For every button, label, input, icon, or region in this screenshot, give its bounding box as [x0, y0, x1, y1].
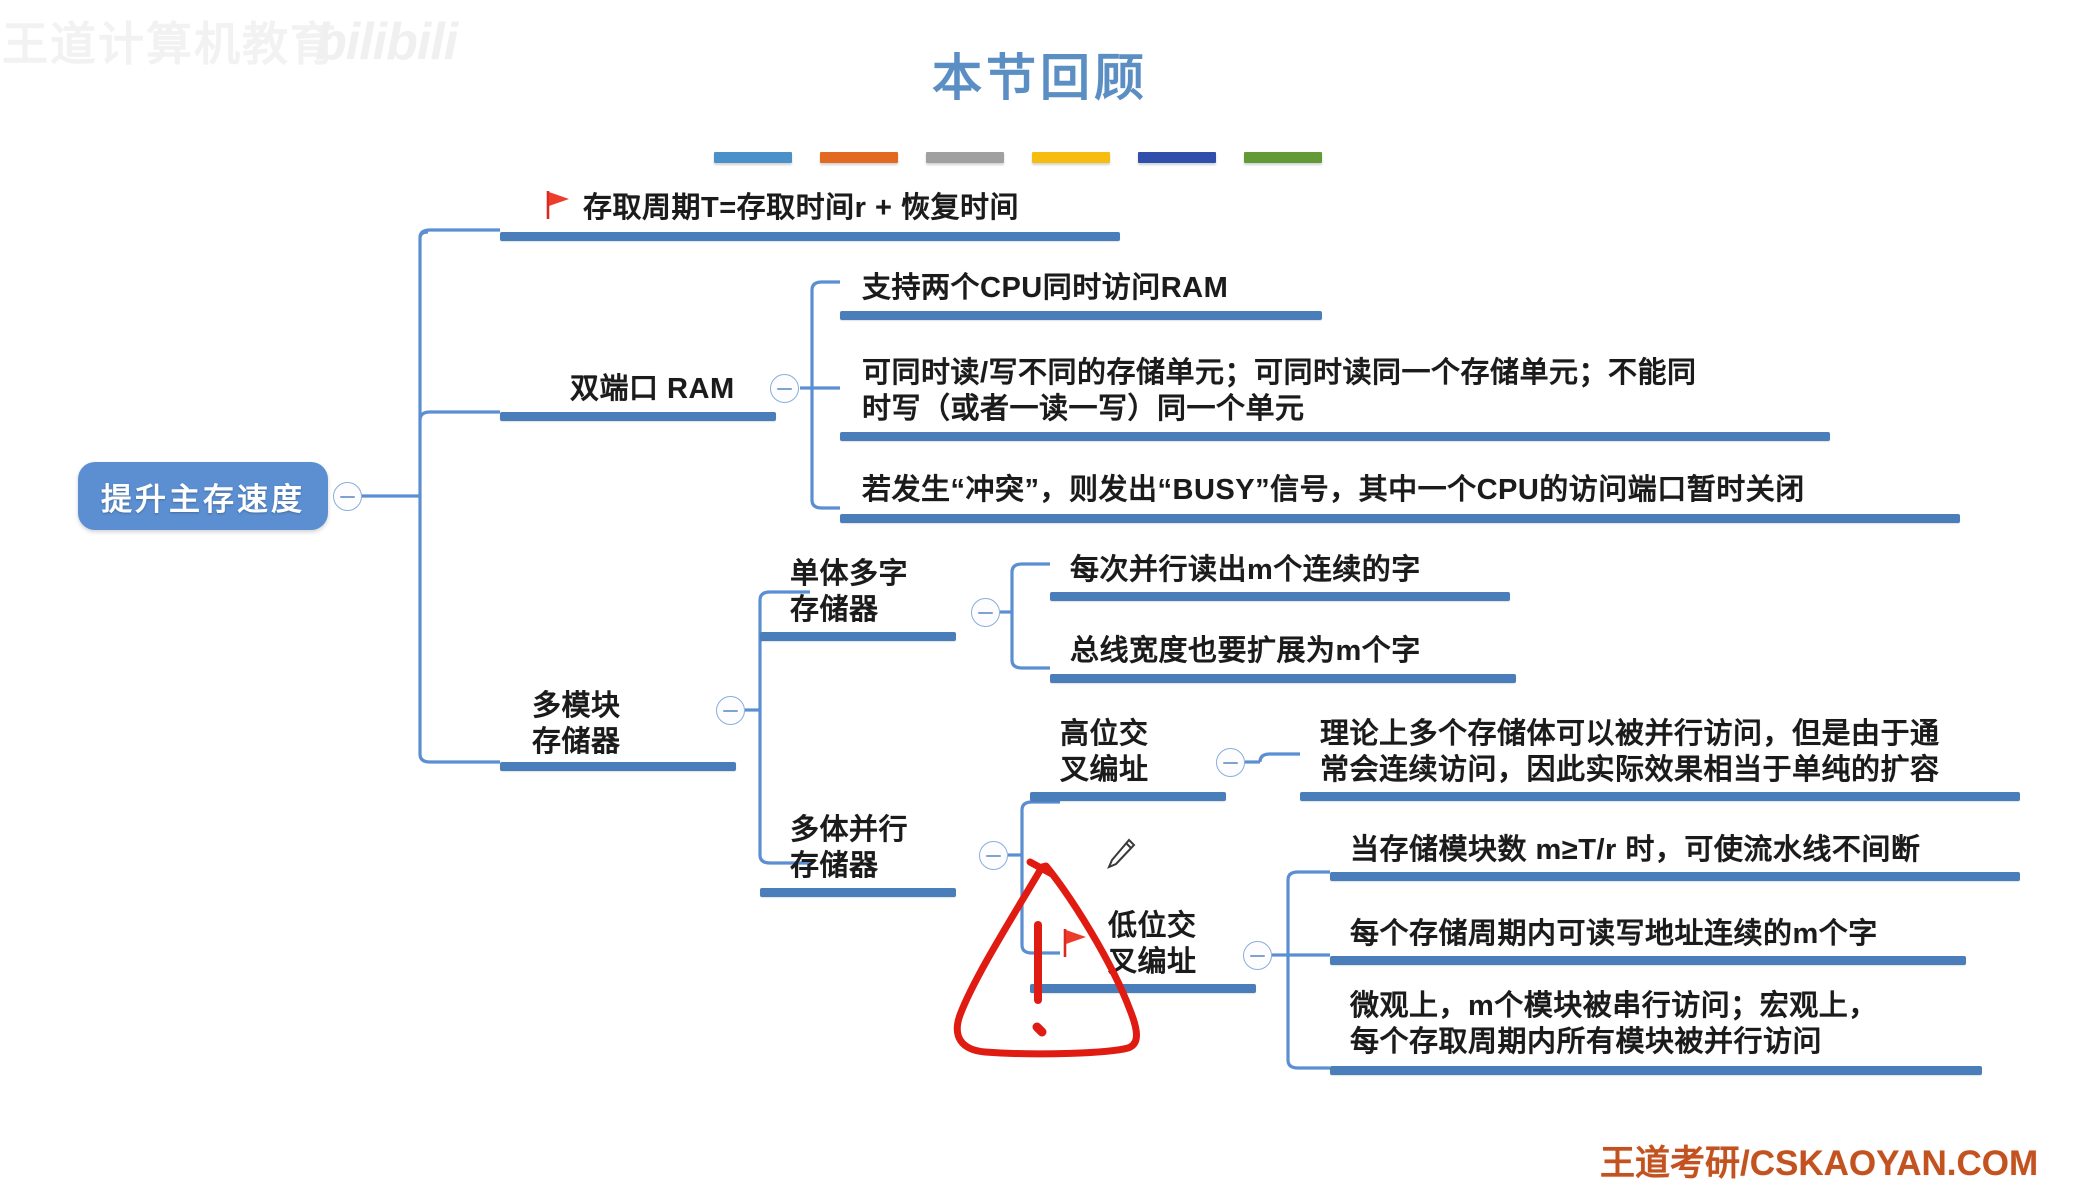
node-dp-2-underline	[840, 432, 1830, 441]
node-high-order-interleave-underline	[1030, 792, 1226, 801]
bar-navy	[1138, 152, 1216, 163]
red-flag-icon-low-order	[1063, 929, 1086, 957]
node-loi-1-label: 当存储模块数 m≥T/r 时，可使流水线不间断	[1350, 834, 1921, 866]
node-access-cycle-label: 存取周期T=存取时间r + 恢复时间	[583, 192, 1019, 224]
node-dp-3-label: 若发生“冲突”，则发出“BUSY”信号，其中一个CPU的访问端口暂时关闭	[862, 474, 1805, 506]
root-node-label: 提升主存速度	[101, 481, 305, 517]
bar-green	[1244, 152, 1322, 163]
red-flag-icon	[546, 191, 569, 219]
node-dp-1-label: 支持两个CPU同时访问RAM	[862, 272, 1229, 304]
node-dp-1-underline	[840, 311, 1322, 320]
node-single-multi-word-label: 单体多字 存储器	[790, 558, 909, 626]
node-hoi-1-label: 理论上多个存储体可以被并行访问，但是由于通 常会连续访问，因此实际效果相当于单纯…	[1320, 718, 1940, 786]
page-title: 本节回顾	[932, 50, 1148, 106]
watermark-footer: 王道考研/CSKAOYAN.COM	[1600, 1144, 2039, 1183]
node-low-order-interleave-underline	[1030, 984, 1256, 993]
node-multi-body-parallel-label: 多体并行 存储器	[790, 814, 909, 882]
node-dual-port-ram-underline	[500, 412, 776, 421]
multi-module-collapse-toggle[interactable]	[716, 696, 745, 725]
dual-port-ram-collapse-toggle[interactable]	[770, 374, 799, 403]
node-high-order-interleave-label: 高位交 叉编址	[1060, 718, 1149, 786]
node-hoi-1-underline	[1300, 792, 2020, 801]
node-dp-2-label: 可同时读/写不同的存储单元；可同时读同一个存储单元；不能同 时写（或者一读一写）…	[862, 357, 1697, 425]
root-collapse-toggle[interactable]	[333, 482, 362, 511]
node-low-order-interleave-label: 低位交 叉编址	[1108, 910, 1197, 978]
node-smw-2-label: 总线宽度也要扩展为m个字	[1070, 635, 1421, 667]
node-loi-3-underline	[1330, 1066, 1982, 1075]
node-dual-port-ram-label: 双端口 RAM	[570, 373, 735, 405]
watermark-bilibili: bilibili	[315, 13, 458, 71]
node-smw-1-underline	[1050, 592, 1510, 601]
node-smw-1-label: 每次并行读出m个连续的字	[1070, 554, 1421, 586]
title-color-bars	[714, 152, 1322, 163]
low-order-interleave-collapse-toggle[interactable]	[1243, 941, 1272, 970]
node-single-multi-word-underline	[760, 632, 956, 641]
bar-yellow	[1032, 152, 1110, 163]
pencil-edit-icon[interactable]	[1102, 836, 1138, 874]
single-multi-word-collapse-toggle[interactable]	[971, 598, 1000, 627]
node-dp-3-underline	[840, 514, 1960, 523]
node-access-cycle-underline	[500, 232, 1120, 241]
node-multi-body-parallel-underline	[760, 888, 956, 897]
multi-body-parallel-collapse-toggle[interactable]	[979, 841, 1008, 870]
bar-gray	[926, 152, 1004, 163]
root-node[interactable]: 提升主存速度	[78, 462, 328, 530]
watermark-top-left: 王道计算机教育	[2, 17, 338, 71]
node-loi-2-label: 每个存储周期内可读写地址连续的m个字	[1350, 918, 1878, 950]
node-loi-2-underline	[1330, 956, 1966, 965]
high-order-interleave-collapse-toggle[interactable]	[1216, 748, 1245, 777]
node-multi-module-underline	[500, 762, 736, 771]
bar-orange	[820, 152, 898, 163]
node-multi-module-label: 多模块 存储器	[532, 690, 621, 758]
node-loi-1-underline	[1330, 872, 2020, 881]
node-loi-3-label: 微观上，m个模块被串行访问；宏观上， 每个存取周期内所有模块被并行访问	[1350, 990, 1878, 1058]
bar-blue	[714, 152, 792, 163]
node-smw-2-underline	[1050, 674, 1516, 683]
